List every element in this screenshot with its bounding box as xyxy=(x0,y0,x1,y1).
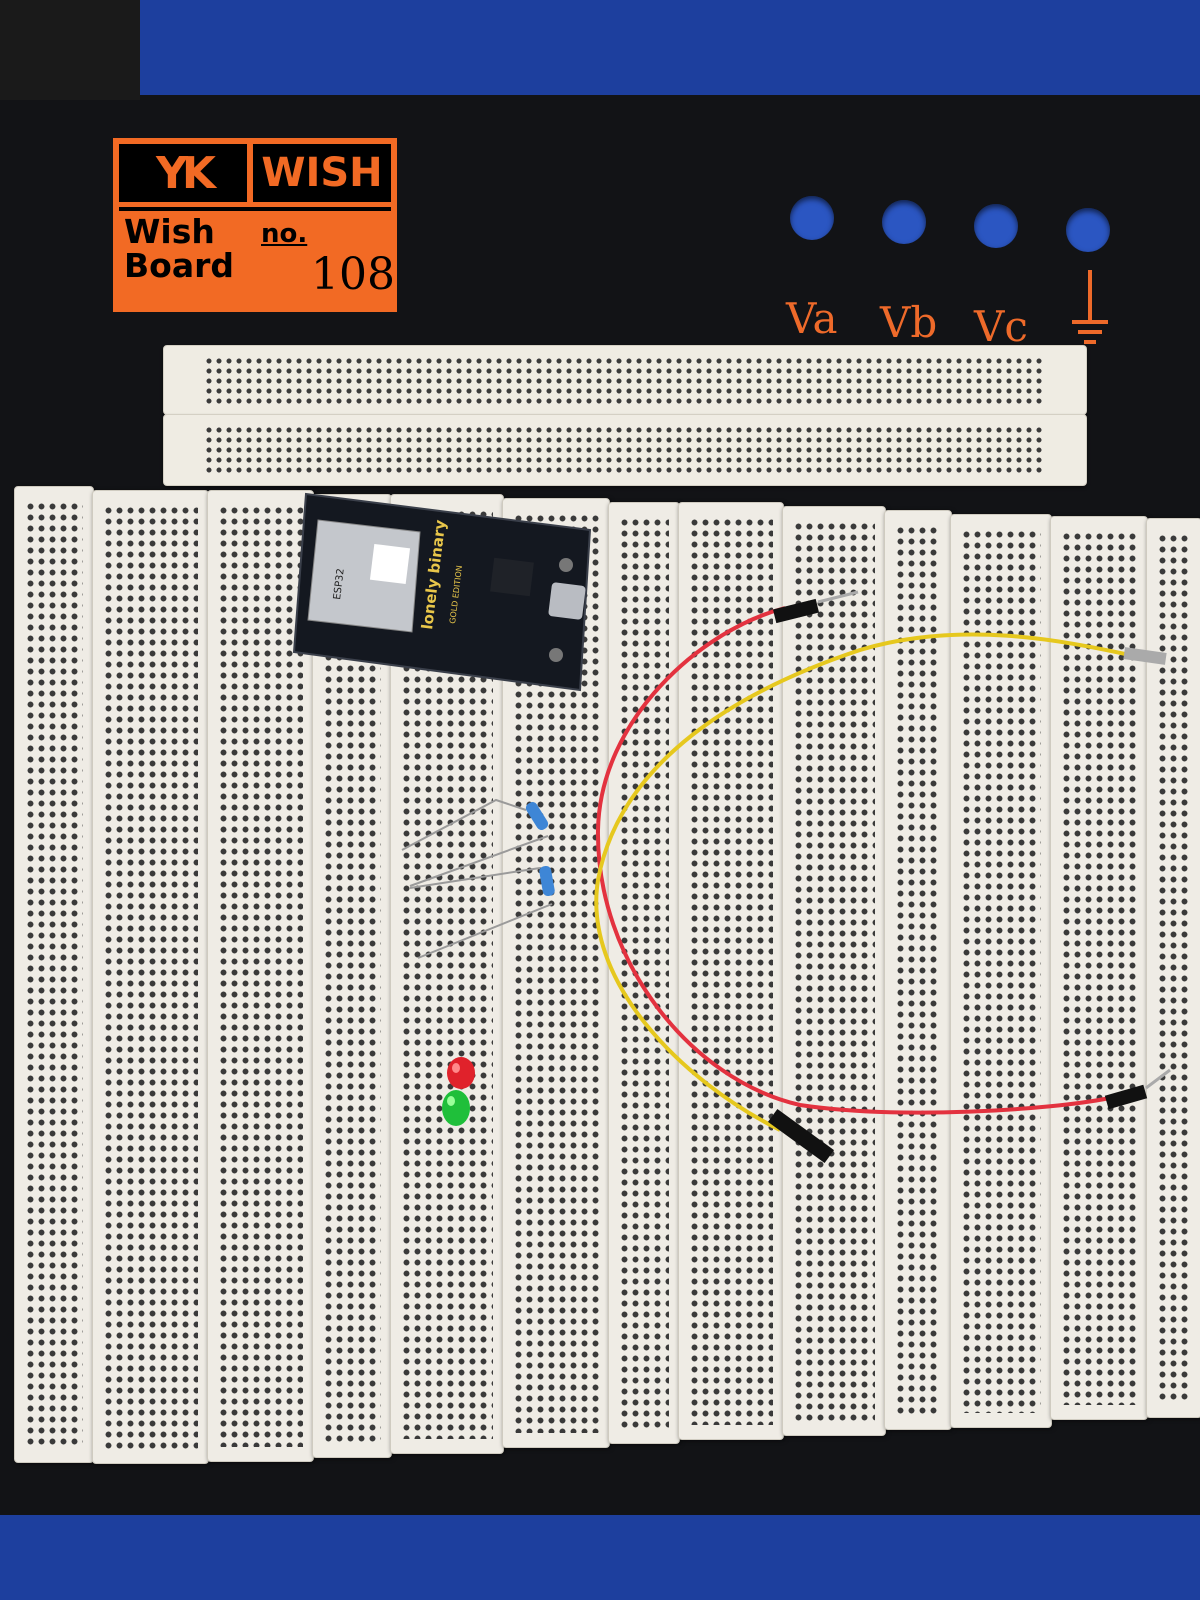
breadboard-strip-1 xyxy=(14,486,94,1463)
led-red[interactable] xyxy=(447,1057,475,1089)
strip-holes xyxy=(961,529,1041,1413)
resistor-2[interactable] xyxy=(409,865,556,959)
breadboard-strip-7 xyxy=(608,502,680,1444)
strip-holes xyxy=(218,505,303,1447)
logo-name: Wish Board xyxy=(124,215,244,283)
logo-divider xyxy=(119,207,391,211)
strip-holes xyxy=(25,501,83,1448)
ground-icon xyxy=(1072,270,1108,344)
wire-yellow[interactable] xyxy=(594,632,1167,1164)
strip-holes xyxy=(895,525,941,1415)
wish-board-logo: YK WISH Wish Board no. 108 xyxy=(113,138,397,312)
resistor-1[interactable] xyxy=(401,798,550,887)
breadboard-strip-2 xyxy=(92,490,209,1464)
breadboard-strip-13 xyxy=(1146,518,1200,1418)
breadboard-strip-11 xyxy=(950,514,1052,1428)
strip-holes xyxy=(103,505,198,1449)
logo-name-line1: Wish xyxy=(124,212,215,251)
terminal-label-vb: Vb xyxy=(880,298,938,347)
logo-brand: WISH xyxy=(253,144,391,202)
terminal-gnd-hole[interactable] xyxy=(1066,208,1110,252)
breadboard-strip-10 xyxy=(884,510,952,1430)
breadboard-strip-8 xyxy=(678,502,784,1440)
strip-holes xyxy=(689,517,773,1425)
strip-holes xyxy=(1061,531,1137,1405)
led-green[interactable] xyxy=(442,1090,470,1126)
strip-holes xyxy=(1157,533,1191,1403)
module-chip-text: ESP32 xyxy=(332,568,347,601)
rail-holes xyxy=(204,356,1046,406)
breadboard-strip-12 xyxy=(1050,516,1148,1420)
terminal-label-va: Va xyxy=(786,294,838,343)
terminal-label-vc: Vc xyxy=(974,302,1028,351)
logo-name-line2: Board xyxy=(124,246,234,285)
breadboard-strip-3 xyxy=(207,490,314,1462)
logo-number: 108 xyxy=(311,249,395,300)
wire-red[interactable] xyxy=(595,590,1171,1115)
power-rail-top xyxy=(163,345,1087,415)
frame-corner xyxy=(0,0,140,100)
terminal-vc-hole[interactable] xyxy=(974,204,1018,248)
logo-no-label: no. xyxy=(261,219,308,249)
power-rail-bottom xyxy=(163,414,1087,486)
strip-holes xyxy=(619,517,669,1429)
rail-holes xyxy=(204,425,1046,475)
esp32-module[interactable] xyxy=(292,492,592,692)
terminal-vb-hole[interactable] xyxy=(882,200,926,244)
strip-holes xyxy=(323,509,381,1443)
terminal-va-hole[interactable] xyxy=(790,196,834,240)
logo-mark: YK xyxy=(119,144,247,202)
